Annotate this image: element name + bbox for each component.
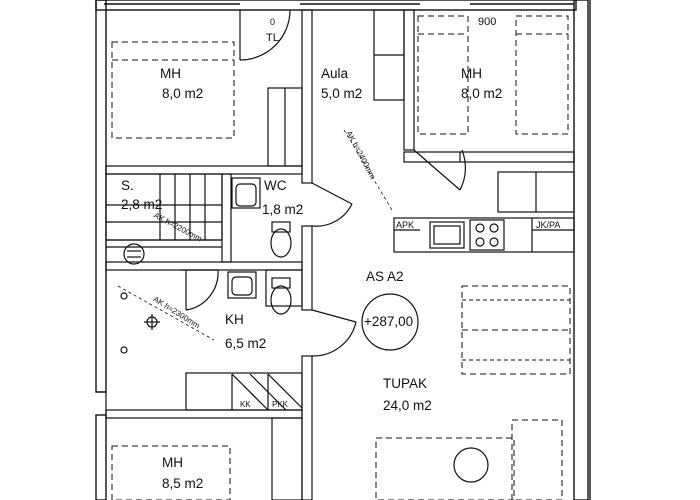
apk-label: APK	[396, 220, 415, 230]
elevation-label: +287,00	[364, 314, 414, 329]
room-area-mh-top-left: 8,0 m2	[162, 86, 204, 101]
round-table	[453, 447, 489, 483]
room-name-aula: Aula	[321, 66, 349, 81]
width-900-label: 900	[478, 16, 497, 28]
pkk-label: PKK	[272, 400, 289, 409]
bathroom-fixtures	[227, 177, 303, 411]
room-area-aula: 5,0 m2	[321, 86, 363, 101]
room-area-tupak: 24,0 m2	[383, 398, 432, 413]
interior-walls	[96, 9, 575, 500]
tl-zero-label: 0	[270, 17, 276, 27]
room-name-mh-bottom: MH	[162, 455, 183, 470]
room-name-tupak: TUPAK	[383, 376, 428, 391]
room-name-wc: WC	[264, 178, 287, 193]
room-area-kh: 6,5 m2	[225, 336, 267, 351]
wardrobes	[265, 9, 575, 500]
jkpa-label: JK/PA	[536, 220, 561, 230]
tl-label: TL	[266, 32, 279, 44]
furniture	[111, 15, 571, 500]
room-area-mh-top-right: 8,0 m2	[461, 86, 503, 101]
room-area-sauna: 2,8 m2	[121, 197, 163, 212]
kk-label: KK	[240, 400, 251, 409]
room-area-mh-bottom: 8,5 m2	[162, 476, 204, 491]
room-name-mh-top-right: MH	[461, 66, 482, 81]
doors	[105, 9, 466, 415]
room-name-sauna: S.	[121, 178, 134, 193]
sauna-benches	[105, 173, 223, 265]
kitchen-counter	[393, 217, 575, 253]
room-name-kh: KH	[225, 312, 244, 327]
elevation-marker	[361, 293, 419, 351]
room-area-wc: 1,8 m2	[262, 202, 304, 217]
room-name-mh-top-left: MH	[160, 66, 181, 81]
floor-drains	[120, 292, 160, 354]
apartment-code: AS A2	[366, 269, 404, 284]
